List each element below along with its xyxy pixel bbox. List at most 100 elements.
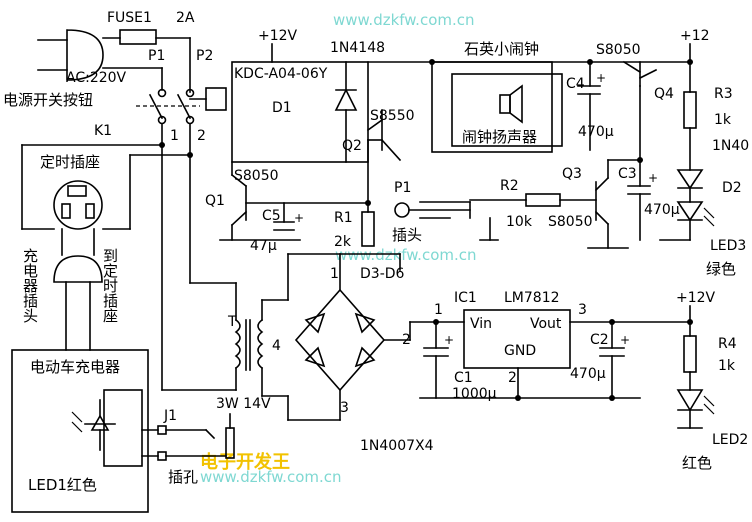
q2-label: Q2 <box>342 138 362 154</box>
svg-text:+: + <box>648 171 658 185</box>
r1-label: R1 <box>334 210 353 226</box>
capacitor-c1: + <box>423 321 454 399</box>
watermark-middle: www.dzkfw.com.cn <box>335 246 477 264</box>
q2-type: S8550 <box>370 108 415 124</box>
resistor-r2 <box>525 193 597 207</box>
plug-p1 <box>394 199 527 241</box>
q4-type: S8050 <box>596 42 641 58</box>
transistor-q4 <box>622 60 658 161</box>
r2-label: R2 <box>500 178 519 194</box>
junction-dots <box>159 59 693 401</box>
q1-type: S8050 <box>234 168 279 184</box>
fuse <box>102 29 191 93</box>
power-switch <box>136 88 200 391</box>
regulator-ic1 <box>419 309 691 399</box>
c2-value: 470μ <box>570 366 606 382</box>
ic1-vout: Vout <box>530 316 562 332</box>
alarm-speaker-label: 闹钟扬声器 <box>462 128 537 146</box>
svg-text:+: + <box>620 333 630 347</box>
resistor-r3 <box>683 91 697 171</box>
d2-label: D2 <box>722 180 742 196</box>
c4-label: C4 <box>566 76 585 92</box>
ic1-pin2: 2 <box>508 370 517 386</box>
fuse-label: FUSE1 <box>107 10 152 26</box>
transistor-q3 <box>587 159 641 249</box>
to-timer-socket-label: 到定时插座 <box>101 248 119 323</box>
c2-label: C2 <box>590 332 609 348</box>
ic1-pin3: 3 <box>578 302 587 318</box>
transformer-rating: 3W 14V <box>216 396 271 412</box>
jack-j1 <box>141 413 235 461</box>
alarm-clock <box>431 61 691 153</box>
bridge-rectifier <box>287 253 465 421</box>
led2-label: LED2 <box>712 432 748 448</box>
c5-label: C5 <box>262 208 281 224</box>
c3-label: C3 <box>618 166 637 182</box>
diode-d1 <box>334 61 358 163</box>
svg-text:+: + <box>596 71 606 85</box>
c4-value: 470μ <box>578 124 614 140</box>
jack-label: 插孔 <box>168 468 198 486</box>
bridge-label: D3-D6 <box>360 266 405 282</box>
r2-value: 10k <box>506 214 533 230</box>
fuse-rating: 2A <box>176 10 195 26</box>
bridge-node1: 1 <box>330 266 339 282</box>
r4-label: R4 <box>718 336 737 352</box>
q3-type: S8050 <box>548 214 593 230</box>
capacitor-c5: + <box>273 202 304 231</box>
capacitor-c4: + <box>577 61 606 151</box>
d1-type: 1N4148 <box>330 40 385 56</box>
c1-value: 1000μ <box>452 386 497 402</box>
transistor-q1 <box>219 161 369 241</box>
ic1-label: IC1 <box>454 290 477 306</box>
watermark-bottom: www.dzkfw.com.cn <box>200 468 342 486</box>
d1-label: D1 <box>272 100 292 116</box>
c5-value: 47μ <box>250 238 277 254</box>
capacitor-c2: + <box>599 321 630 399</box>
transformer-tap: 4 <box>272 338 281 354</box>
diode-d2 <box>676 169 704 203</box>
resistor-r4 <box>683 335 697 391</box>
r3-label: R3 <box>714 86 733 102</box>
capacitor-c3: + <box>627 159 658 241</box>
power-switch-label: 电源开关按钮 <box>3 91 93 109</box>
svg-text:+: + <box>444 333 454 347</box>
led1-symbol <box>71 399 116 451</box>
switch-pin1: 1 <box>170 128 179 144</box>
q3-label: Q3 <box>562 166 582 182</box>
led2 <box>676 389 715 429</box>
r1-value: 2k <box>334 234 352 250</box>
r3-value: 1k <box>714 112 732 128</box>
relay <box>189 61 369 163</box>
supply-top-label: +12V <box>258 28 298 44</box>
d2-type: 1N40 <box>712 138 749 154</box>
alarm-clock-label: 石英小闹钟 <box>464 40 539 58</box>
ic1-gnd: GND <box>504 343 536 359</box>
supply-out-label: +12V <box>676 290 716 306</box>
charger-plug <box>53 228 103 351</box>
transformer <box>161 282 289 397</box>
q1-label: Q1 <box>205 193 225 209</box>
plug-p1-label: P1 <box>394 180 411 196</box>
led3-color: 绿色 <box>706 260 736 278</box>
q4-label: Q4 <box>654 86 674 102</box>
switch-p1-label: P1 <box>148 48 165 64</box>
led1-label: LED1红色 <box>28 476 97 494</box>
k1-label: K1 <box>94 123 112 139</box>
ac-plug <box>37 29 104 81</box>
watermark-top: www.dzkfw.com.cn <box>333 11 475 29</box>
supply-right-label: +12 <box>680 28 710 44</box>
switch-pin2: 2 <box>197 128 206 144</box>
led3 <box>659 201 715 241</box>
bridge-node3: 3 <box>340 400 349 416</box>
charger-box <box>11 349 149 513</box>
led2-color: 红色 <box>682 454 712 472</box>
plug-label: 插头 <box>392 226 422 244</box>
ic1-pin1: 1 <box>434 302 443 318</box>
timer-socket <box>21 144 191 230</box>
resistor-r1 <box>361 202 375 247</box>
svg-text:+: + <box>294 211 304 225</box>
timer-socket-label: 定时插座 <box>40 153 100 171</box>
transistor-q2 <box>366 61 433 204</box>
